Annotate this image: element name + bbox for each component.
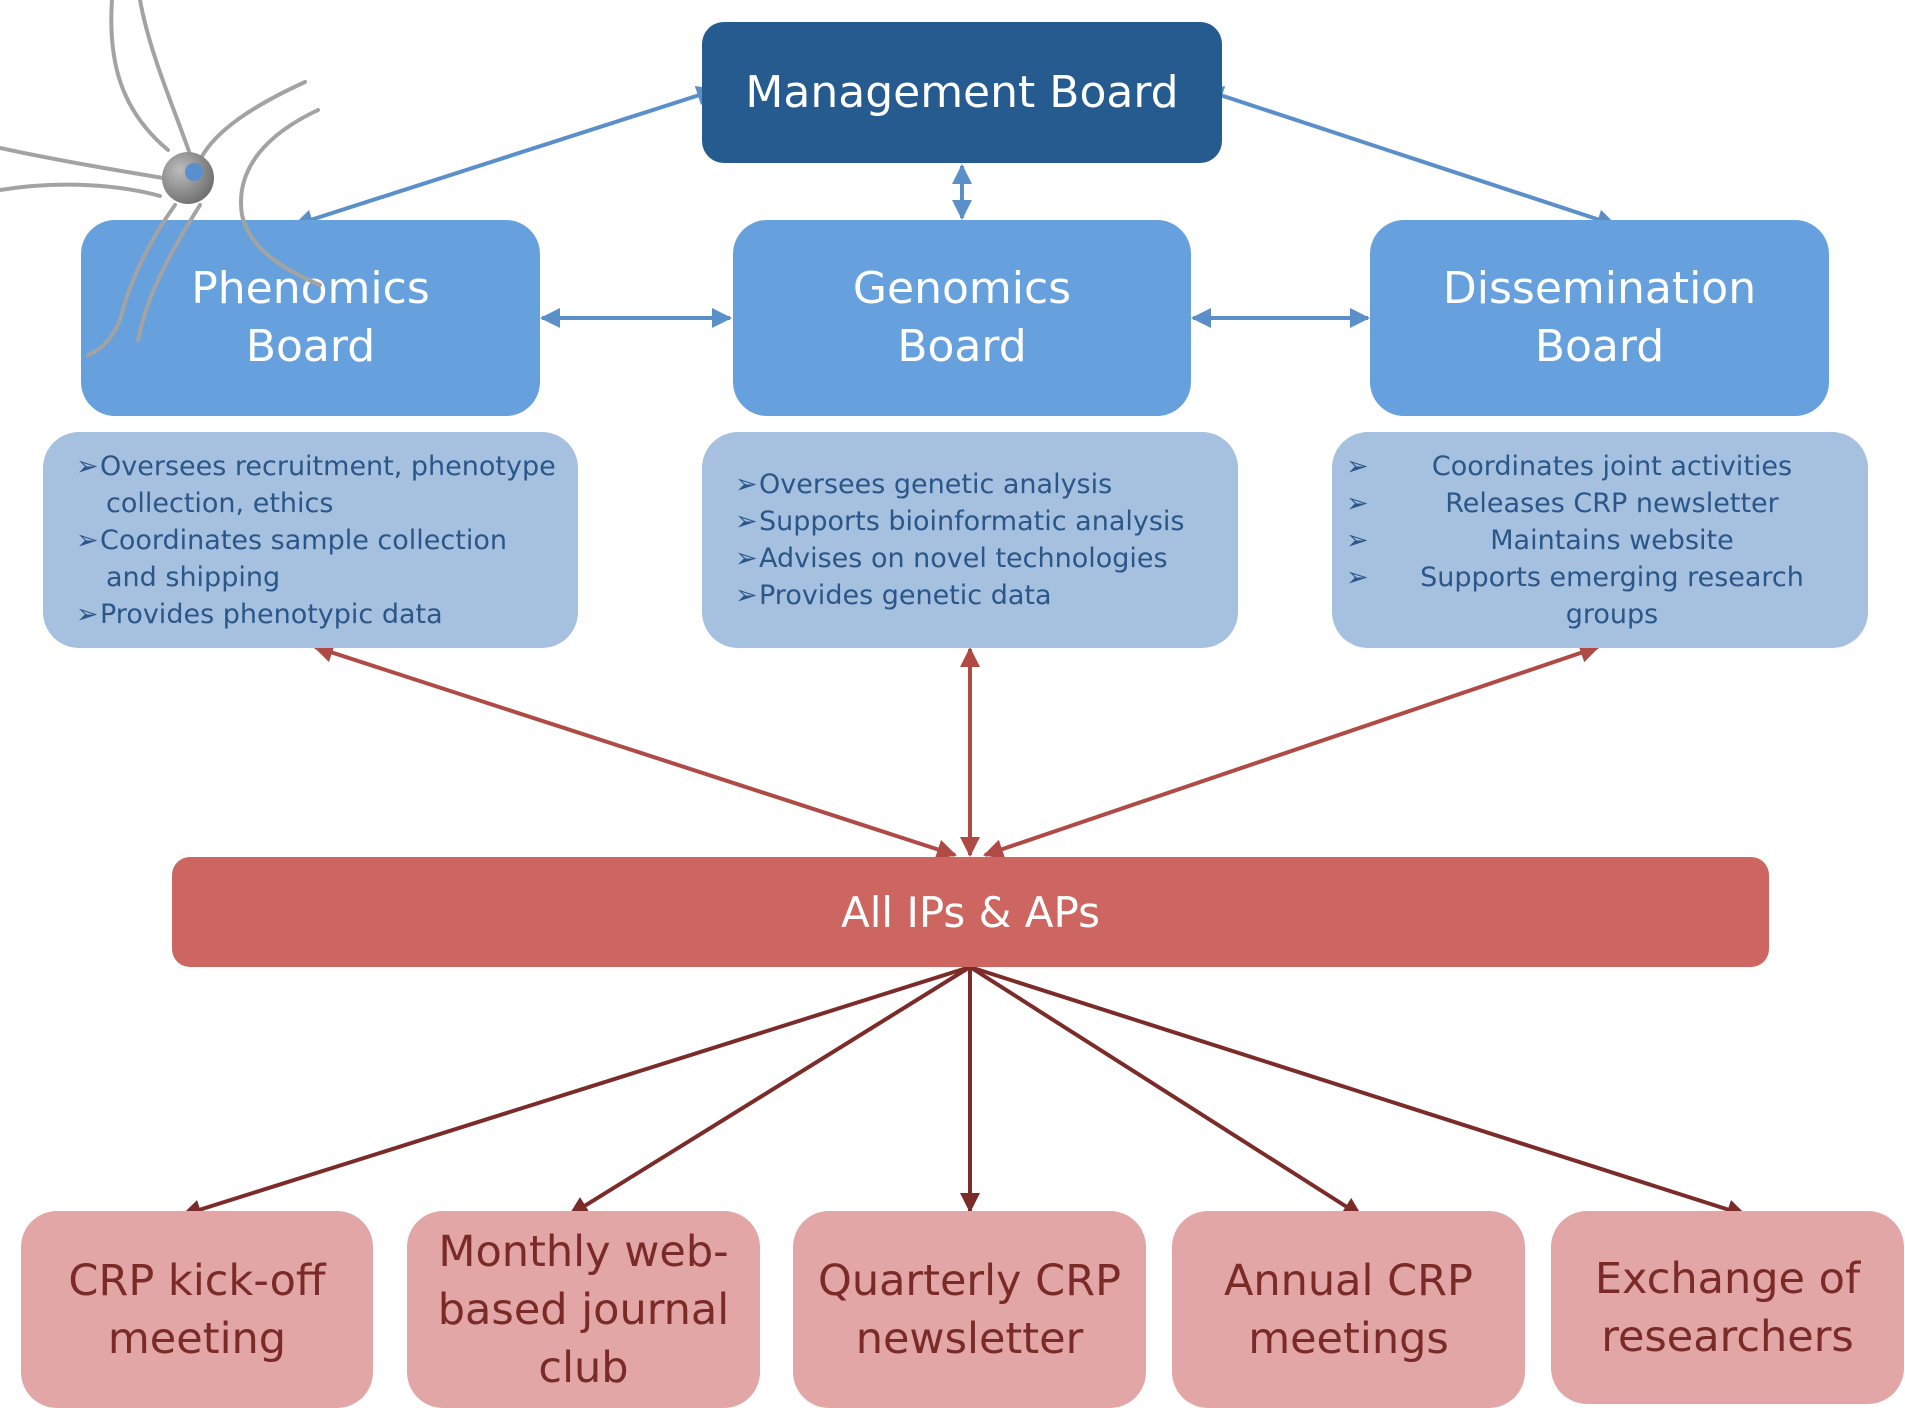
activity-text: based journal xyxy=(437,1284,730,1335)
arrow-to-annual-meetings xyxy=(968,965,1363,1218)
duty-text: Oversees recruitment, phenotype xyxy=(100,450,556,482)
duty-text: Coordinates sample collection xyxy=(100,524,507,556)
duty-item: ➢ Supports bioinformatic analysis xyxy=(735,503,1185,540)
activity-text: meetings xyxy=(1248,1313,1449,1364)
duty-text: Maintains website xyxy=(1490,524,1734,556)
duty-text: Provides phenotypic data xyxy=(100,598,443,630)
partners-label: All IPs & APs xyxy=(841,887,1100,937)
activity-annual-meetings: Annual CRP meetings xyxy=(1172,1211,1525,1408)
duty-item: ➢ Coordinates sample collection xyxy=(76,522,507,559)
duty-item: ➢ Supports emerging research groups xyxy=(1346,559,1854,633)
arrow-partners-dissemination xyxy=(983,643,1600,859)
phenomics-board: Phenomics Board xyxy=(81,220,540,416)
arrow-bullet-icon: ➢ xyxy=(1346,487,1369,519)
management-board: Management Board xyxy=(702,22,1222,163)
duty-text: Advises on novel technologies xyxy=(759,543,1168,574)
arrow-bullet-icon: ➢ xyxy=(76,450,99,482)
dissemination-board-title-line-2: Board xyxy=(1534,321,1665,372)
arrow-bullet-icon: ➢ xyxy=(76,524,99,556)
duty-item: ➢ Maintains website xyxy=(1346,522,1854,559)
activity-kickoff-meeting: CRP kick-off meeting xyxy=(21,1211,373,1408)
dissemination-board-title-line-1: Dissemination xyxy=(1442,263,1757,314)
activity-text: meeting xyxy=(107,1313,287,1364)
duty-text: Oversees genetic analysis xyxy=(759,469,1113,500)
activity-text: researchers xyxy=(1601,1311,1854,1362)
duty-item: ➢ Releases CRP newsletter xyxy=(1346,485,1854,522)
arrow-partners-phenomics xyxy=(313,643,957,859)
duty-text: collection, ethics xyxy=(106,487,334,519)
duty-text: Provides genetic data xyxy=(759,580,1052,611)
genomics-board: Genomics Board xyxy=(733,220,1191,416)
partners-bar: All IPs & APs xyxy=(172,857,1769,967)
duty-continuation: collection, ethics xyxy=(76,485,333,522)
arrow-bullet-icon: ➢ xyxy=(1346,524,1369,556)
activity-text: Monthly web- xyxy=(438,1226,729,1277)
phenomics-board-title-line-2: Board xyxy=(245,321,376,372)
duty-continuation: and shipping xyxy=(76,559,280,596)
activity-text: Exchange of xyxy=(1594,1253,1861,1304)
duty-item: ➢ Coordinates joint activities xyxy=(1346,448,1854,485)
arrow-bullet-icon: ➢ xyxy=(735,506,758,537)
activity-text: CRP kick-off xyxy=(68,1255,326,1306)
arrow-to-kickoff xyxy=(181,965,971,1220)
duty-item: ➢ Advises on novel technologies xyxy=(735,540,1168,577)
arrow-bullet-icon: ➢ xyxy=(735,469,758,500)
duty-item: ➢ Provides genetic data xyxy=(735,577,1052,614)
duty-text: Releases CRP newsletter xyxy=(1445,487,1779,519)
duty-text: Coordinates joint activities xyxy=(1431,450,1793,482)
activity-text: club xyxy=(538,1342,629,1393)
arrow-management-dissemination xyxy=(1203,86,1617,229)
arrow-bullet-icon: ➢ xyxy=(76,598,99,630)
activity-text: Quarterly CRP xyxy=(817,1255,1121,1306)
duty-item: ➢ Provides phenotypic data xyxy=(76,596,443,633)
arrow-to-exchange xyxy=(969,965,1747,1220)
duty-item: ➢ Oversees recruitment, phenotype xyxy=(76,448,556,485)
arrow-bullet-icon: ➢ xyxy=(1346,450,1369,482)
dissemination-duties: ➢ Coordinates joint activities ➢ Release… xyxy=(1332,432,1868,648)
duty-text: and shipping xyxy=(106,561,281,593)
dissemination-board: Dissemination Board xyxy=(1370,220,1829,416)
activity-text: Annual CRP xyxy=(1224,1255,1473,1306)
activity-journal-club: Monthly web- based journal club xyxy=(407,1211,760,1408)
phenomics-duties: ➢ Oversees recruitment, phenotype collec… xyxy=(43,432,578,648)
activity-researcher-exchange: Exchange of researchers xyxy=(1551,1211,1904,1404)
genomics-duties: ➢ Oversees genetic analysis ➢ Supports b… xyxy=(702,432,1238,648)
activity-text: newsletter xyxy=(855,1313,1084,1364)
phenomics-board-title-line-1: Phenomics xyxy=(191,263,430,314)
duty-text: Supports bioinformatic analysis xyxy=(759,506,1185,537)
duty-item: ➢ Oversees genetic analysis xyxy=(735,466,1112,503)
arrow-management-phenomics xyxy=(293,85,717,230)
arrow-bullet-icon: ➢ xyxy=(1346,561,1369,593)
activity-quarterly-newsletter: Quarterly CRP newsletter xyxy=(793,1211,1146,1408)
management-board-label: Management Board xyxy=(745,67,1179,118)
genomics-board-title-line-1: Genomics xyxy=(852,263,1072,314)
duty-text: Supports emerging research groups xyxy=(1420,561,1804,630)
arrow-bullet-icon: ➢ xyxy=(735,543,758,574)
arrow-to-journal-club xyxy=(568,965,972,1217)
genomics-board-title-line-2: Board xyxy=(897,321,1027,372)
arrow-bullet-icon: ➢ xyxy=(735,580,758,611)
